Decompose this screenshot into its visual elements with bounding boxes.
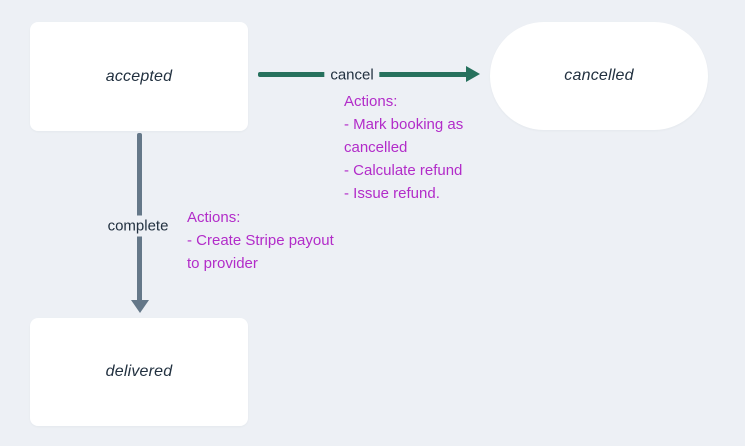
- state-label-cancelled: cancelled: [564, 67, 634, 84]
- note-line: Actions:: [344, 93, 398, 110]
- edge-label-complete: complete: [101, 215, 175, 237]
- state-label-accepted: accepted: [105, 67, 173, 85]
- state-node-cancelled: cancelled: [490, 22, 708, 130]
- note-line: to provider: [187, 255, 258, 272]
- state-node-accepted: accepted: [30, 22, 248, 131]
- note-line: - Issue refund.: [344, 185, 440, 202]
- cancel-arrowhead-icon: [466, 66, 480, 82]
- note-line: - Create Stripe payout: [187, 232, 334, 249]
- note-line: Actions:: [187, 209, 241, 226]
- complete-actions-note: Actions: - Create Stripe payout to provi…: [187, 206, 334, 275]
- cancel-actions-note: Actions: - Mark booking as cancelled - C…: [344, 90, 463, 205]
- note-line: cancelled: [344, 139, 408, 156]
- note-line: - Mark booking as: [344, 116, 464, 133]
- edge-label-cancel: cancel: [324, 64, 380, 86]
- state-node-delivered: delivered: [30, 318, 248, 426]
- note-line: - Calculate refund: [344, 162, 463, 179]
- state-label-delivered: delivered: [105, 363, 173, 380]
- complete-arrowhead-icon: [131, 300, 149, 313]
